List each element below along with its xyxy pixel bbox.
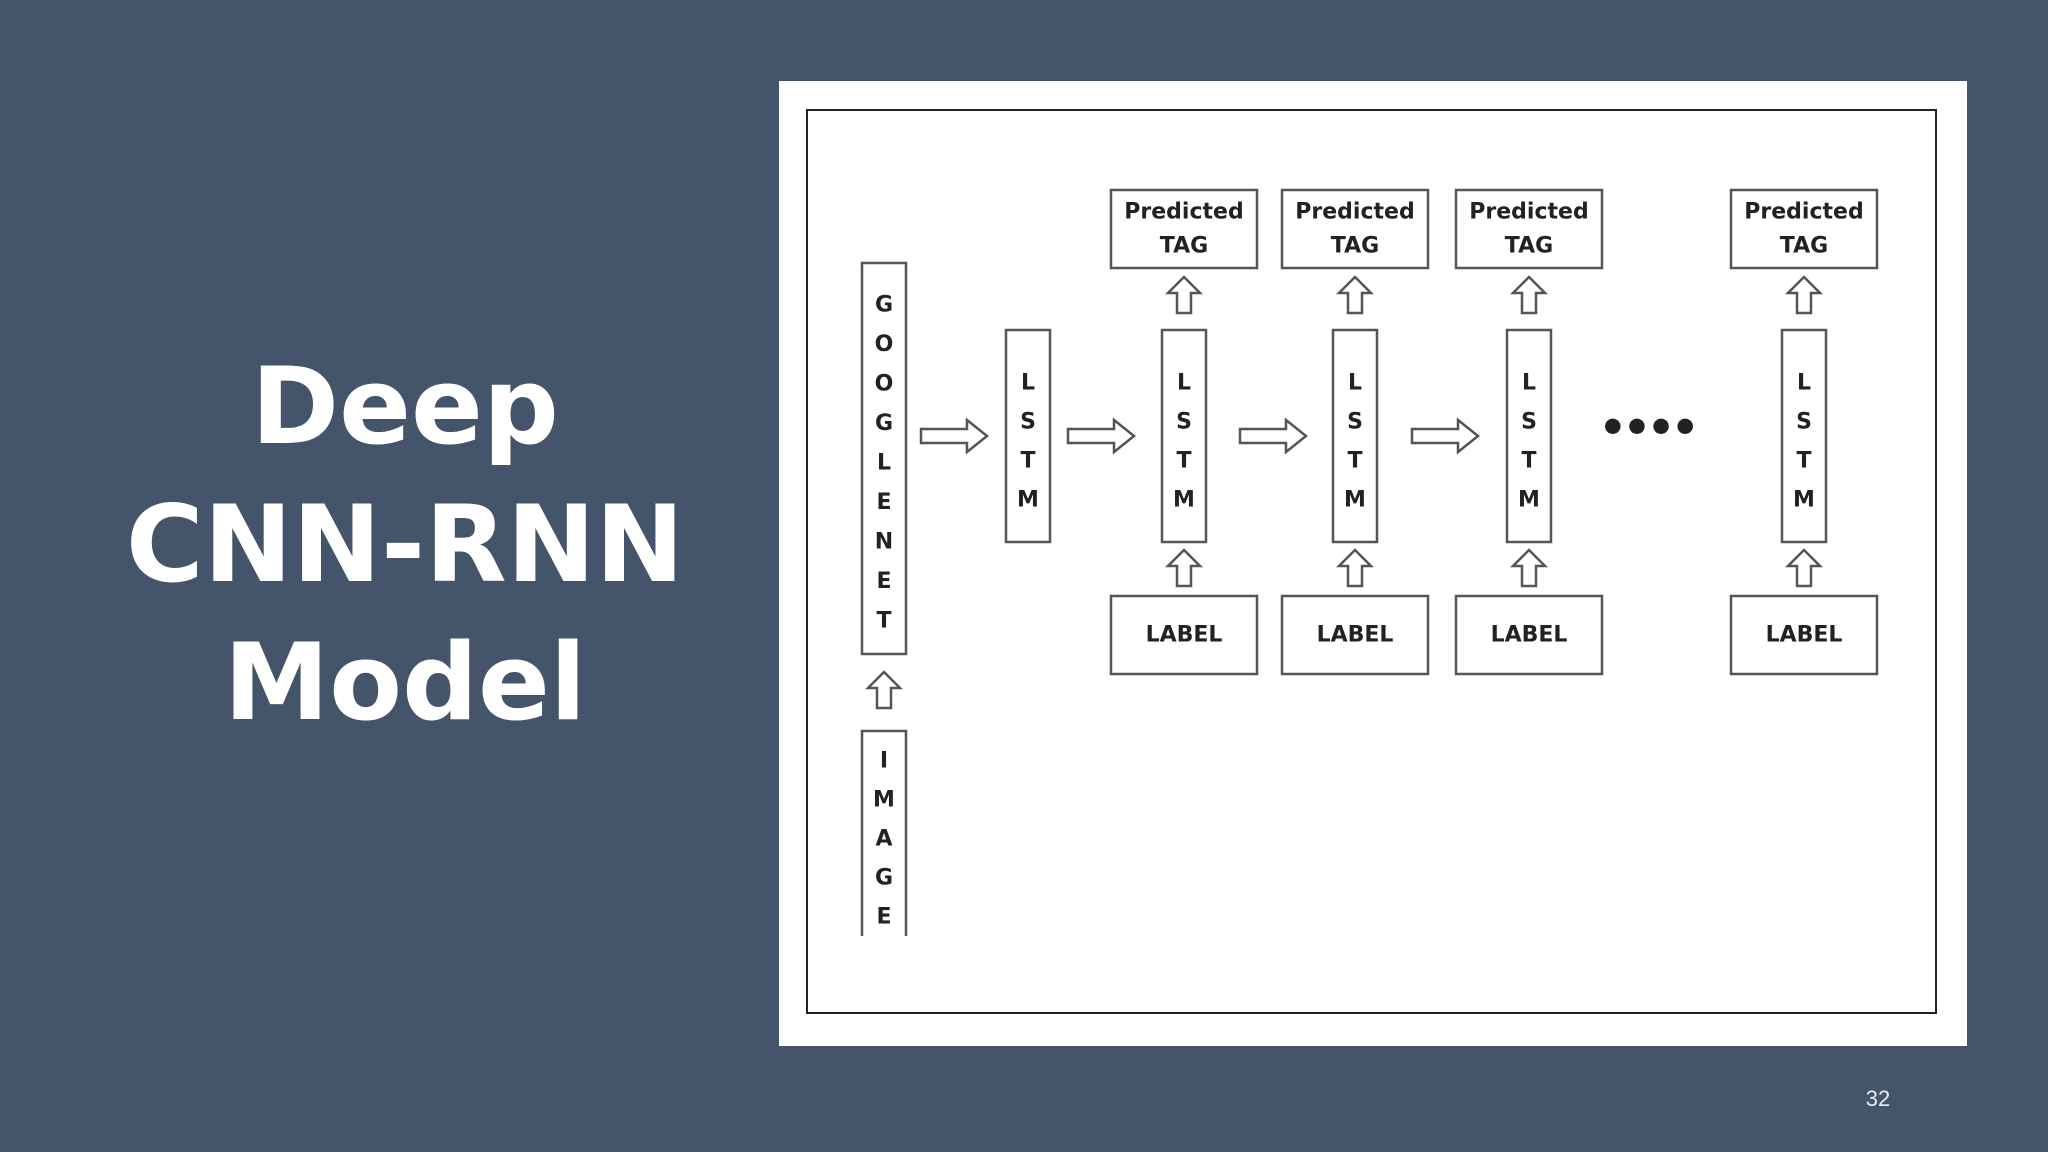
lstm-cell-label-letter: S [1521, 410, 1537, 435]
hidden-state-arrow [1238, 417, 1309, 455]
ellipsis-dots: •••• [1599, 403, 1696, 454]
label-to-lstm-arrow [1784, 548, 1824, 588]
predicted-tag-box [1280, 188, 1430, 270]
label-to-lstm-arrow [1335, 548, 1375, 588]
predicted-tag-line2: TAG [1780, 234, 1828, 259]
lstm-cell-label-letter: T [1796, 449, 1811, 474]
cnn-rnn-diagram: GOOGLENETIMAGELSTMPredictedTAGLSTMLABELP… [860, 188, 1879, 936]
googlenet-to-lstm-arrow [919, 417, 990, 455]
predicted-tag-line2: TAG [1331, 234, 1379, 259]
image-label-letter: G [875, 866, 893, 891]
label-to-lstm-arrow [1509, 548, 1549, 588]
image-label-letter: E [876, 905, 891, 930]
image-label-letter: M [873, 788, 895, 813]
hidden-state-arrow [1066, 417, 1137, 455]
figure-frame [806, 109, 1937, 1014]
predicted-tag-line1: Predicted [1295, 200, 1414, 225]
googlenet-label-letter: T [876, 609, 891, 634]
googlenet-label-letter: O [875, 372, 894, 397]
googlenet-label-letter: G [875, 411, 893, 436]
predicted-tag-line2: TAG [1160, 234, 1208, 259]
title-line: Model [223, 621, 587, 744]
image-label-letter: I [880, 749, 888, 774]
lstm-cell [1780, 328, 1828, 544]
lstm-to-output-arrow [1335, 275, 1375, 315]
lstm-cell-label-letter: S [1796, 410, 1812, 435]
label-to-lstm-arrow [1164, 548, 1204, 588]
lstm-cell-label-letter: T [1176, 449, 1191, 474]
lstm-to-output-arrow [1164, 275, 1204, 315]
image-box [860, 729, 908, 936]
label-box-text: LABEL [1146, 623, 1223, 648]
predicted-tag-box [1109, 188, 1259, 270]
lstm-cell [1505, 328, 1553, 544]
googlenet-label-letter: E [876, 569, 891, 594]
lstm-cell-label-letter: S [1176, 410, 1192, 435]
lstm-to-output-arrow [1784, 275, 1824, 315]
lstm-cell-initial-label-letter: M [1017, 488, 1039, 513]
googlenet-label-letter: L [877, 451, 891, 476]
predicted-tag-box [1729, 188, 1879, 270]
label-box [1280, 594, 1430, 676]
googlenet-label-letter: N [875, 530, 893, 555]
lstm-cell-label-letter: M [1344, 488, 1366, 513]
predicted-tag-box [1454, 188, 1604, 270]
googlenet-label-letter: O [875, 332, 894, 357]
lstm-cell-label-letter: T [1347, 449, 1362, 474]
slide-title: Deep CNN-RNN Model [110, 338, 700, 752]
lstm-cell-initial-label-letter: S [1020, 410, 1036, 435]
predicted-tag-line2: TAG [1505, 234, 1553, 259]
lstm-cell-initial [1004, 328, 1052, 544]
googlenet-label-letter: G [875, 293, 893, 318]
lstm-cell-label-letter: M [1793, 488, 1815, 513]
lstm-cell-initial-label-letter: T [1020, 449, 1035, 474]
lstm-cell [1160, 328, 1208, 544]
page-number: 32 [1865, 1086, 1891, 1111]
predicted-tag-line1: Predicted [1744, 200, 1863, 225]
image-label-letter: A [875, 827, 892, 852]
lstm-cell-label-letter: M [1518, 488, 1540, 513]
hidden-state-arrow [1410, 417, 1481, 455]
lstm-cell-label-letter: S [1347, 410, 1363, 435]
lstm-cell-initial-label-letter: L [1021, 371, 1035, 396]
title-line: CNN-RNN [125, 483, 685, 606]
lstm-cell [1331, 328, 1379, 544]
lstm-cell-label-letter: L [1348, 371, 1362, 396]
lstm-to-output-arrow [1509, 275, 1549, 315]
lstm-cell-label-letter: M [1173, 488, 1195, 513]
title-line: Deep [251, 345, 559, 468]
predicted-tag-line1: Predicted [1124, 200, 1243, 225]
label-box-text: LABEL [1317, 623, 1394, 648]
image-to-googlenet-arrow [864, 670, 904, 710]
lstm-cell-label-letter: L [1177, 371, 1191, 396]
label-box [1454, 594, 1604, 676]
googlenet-box [860, 261, 908, 656]
lstm-cell-label-letter: L [1797, 371, 1811, 396]
predicted-tag-line1: Predicted [1469, 200, 1588, 225]
label-box [1729, 594, 1879, 676]
label-box-text: LABEL [1766, 623, 1843, 648]
label-box-text: LABEL [1491, 623, 1568, 648]
lstm-cell-label-letter: L [1522, 371, 1536, 396]
label-box [1109, 594, 1259, 676]
lstm-cell-label-letter: T [1521, 449, 1536, 474]
googlenet-label-letter: E [876, 490, 891, 515]
